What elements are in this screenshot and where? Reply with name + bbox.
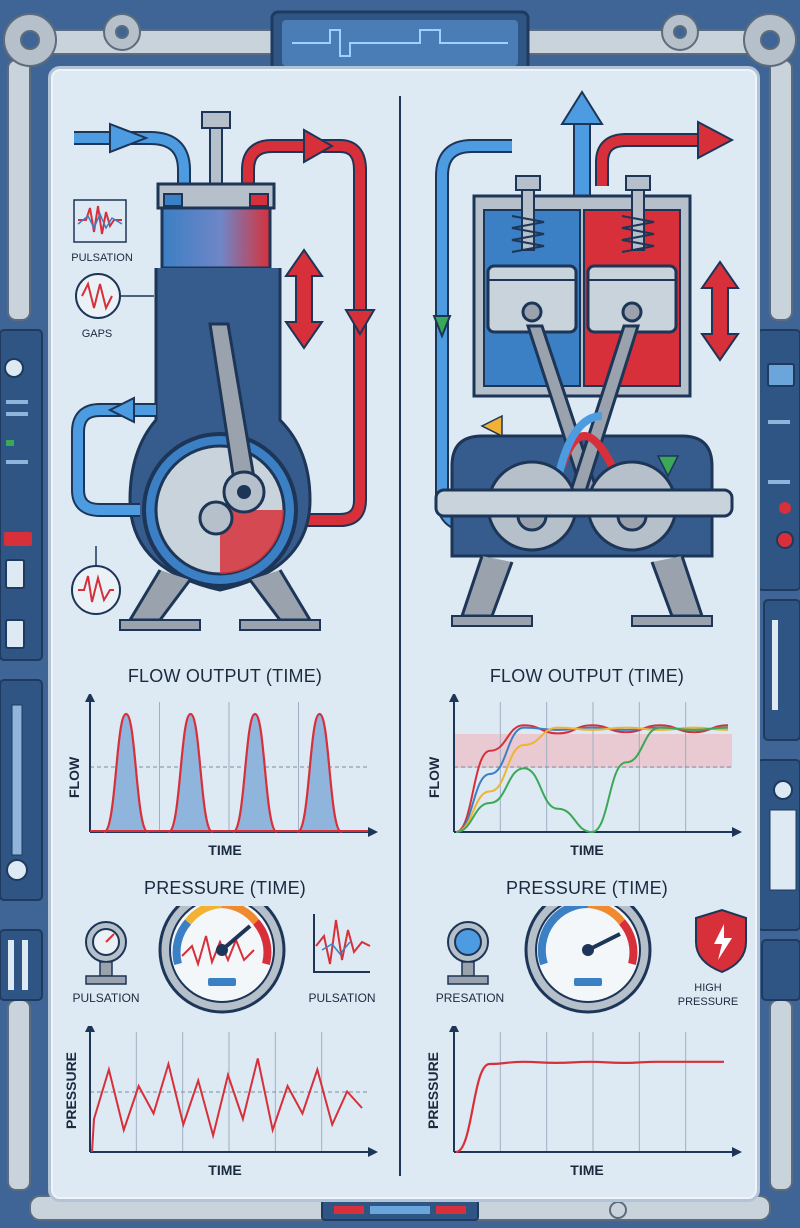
high-label: HIGH [694, 982, 722, 994]
indicator-light [4, 532, 32, 546]
outlet-pipe [243, 141, 365, 525]
spring [511, 215, 545, 253]
shield-icon [695, 908, 747, 974]
up-arrow-icon [560, 90, 604, 125]
flow-pulse-fill [233, 714, 278, 832]
inlet-arrow-icon [109, 122, 149, 154]
crankshaft [434, 488, 734, 518]
gaps-label: GAPS [81, 328, 113, 340]
right-gauge-row [447, 906, 747, 1014]
stroke-arrow-icon [700, 260, 740, 362]
twin-piston-pump-diagram [432, 90, 740, 627]
switch [5, 559, 25, 589]
gaps-icon [75, 273, 154, 319]
pulsation-wave-icon [73, 199, 127, 243]
single-piston-pump-diagram [71, 111, 376, 631]
left-control-panel [0, 329, 43, 661]
gauge-gear-icon [447, 921, 489, 985]
gauge-gear-icon [85, 921, 127, 985]
y-axis-arrow [85, 1026, 95, 1032]
left-pressure-chart [85, 1026, 378, 1157]
spring [621, 215, 655, 253]
right-flow-ylabel: FLOW [426, 756, 442, 798]
right-flow-chart [449, 694, 742, 837]
flow-series-2 [455, 726, 729, 833]
pulsation-label: PULSATION [71, 252, 133, 264]
flow-pulse-fill [104, 714, 149, 832]
gauge-bar [11, 704, 23, 856]
left-gauge-label: PULSATION [72, 991, 140, 1005]
flow-series-3 [455, 726, 729, 834]
flow-pulse-line [102, 712, 150, 834]
right-pressure-title: PRESSURE (TIME) [505, 878, 668, 898]
pressure-line [455, 1060, 724, 1154]
left-pressure-xlabel: TIME [208, 1162, 242, 1178]
left-flow-ylabel: FLOW [66, 756, 82, 798]
pressure-gauge-icon [158, 906, 286, 1014]
flow-pulse-line [231, 712, 279, 834]
left-flow-chart [85, 694, 378, 837]
right-pressure-chart [449, 1026, 742, 1157]
gear-icon [3, 13, 797, 67]
right-flow-title: FLOW OUTPUT (TIME) [489, 666, 685, 686]
pressure-gauge-icon [524, 906, 652, 1014]
left-flow-title: FLOW OUTPUT (TIME) [127, 666, 323, 686]
stroke-arrow-icon [284, 248, 324, 350]
flow-pulse-fill [168, 714, 213, 832]
flow-pulse-fill [297, 714, 342, 832]
left-flow-xlabel: TIME [208, 842, 242, 858]
wave-sensor-icon [71, 546, 121, 615]
outlet-arrow-icon [697, 120, 735, 160]
x-axis-arrow [368, 1147, 378, 1157]
left-pressure-ylabel: PRESSURE [63, 1051, 79, 1129]
inlet-pipe [74, 133, 189, 190]
pressure-badge-label: PRESSURE [677, 996, 739, 1008]
left-pressure-title: PRESSURE (TIME) [143, 878, 306, 898]
x-axis-arrow [732, 827, 742, 837]
right-pressure-xlabel: TIME [570, 1162, 604, 1178]
left-pulsation-label: PULSATION [308, 991, 376, 1005]
right-gauge-label: PRESATION [435, 991, 505, 1005]
right-pressure-ylabel: PRESSURE [425, 1051, 441, 1129]
screen [767, 363, 795, 387]
switch [5, 619, 25, 649]
x-axis-arrow [732, 1147, 742, 1157]
pulsation-chart-icon [313, 914, 371, 973]
y-axis-arrow [449, 694, 459, 702]
y-axis-arrow [85, 694, 95, 702]
dial-icon [4, 358, 24, 378]
flow-pulse-line [167, 712, 214, 834]
flow-pulse-line [296, 712, 343, 834]
outlet-pipe [597, 135, 708, 186]
y-axis-arrow [449, 1026, 459, 1032]
center-divider [399, 96, 401, 1176]
pressure-line [91, 1058, 363, 1153]
x-axis-arrow [368, 827, 378, 837]
left-gauge-row [85, 906, 371, 1014]
right-flow-xlabel: TIME [570, 842, 604, 858]
outlet-arrow-icon [303, 128, 335, 164]
